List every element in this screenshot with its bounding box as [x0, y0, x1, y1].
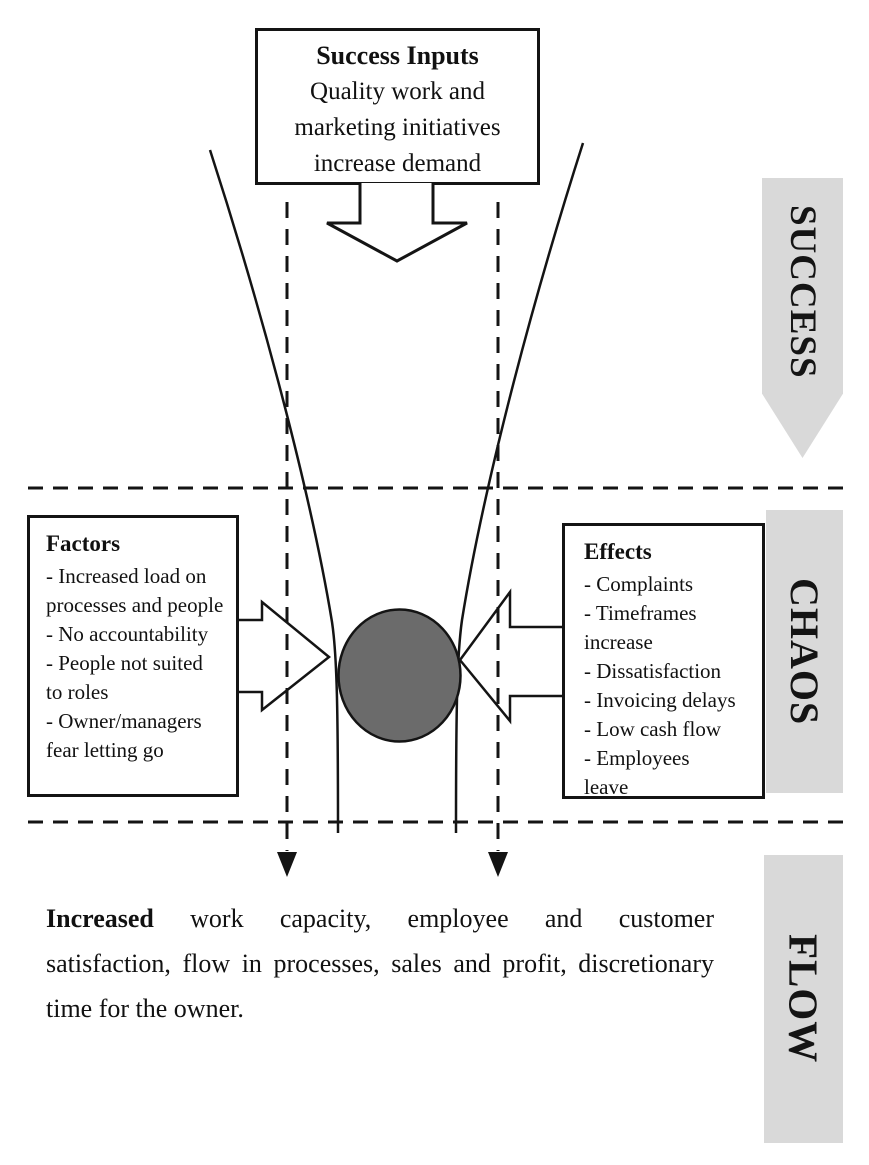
chaos-stage-banner: CHAOS — [766, 510, 843, 793]
factors-item: - Increased load on processes and people — [46, 564, 224, 617]
outcome-line-1-rest: work capacity, employee and customer — [190, 904, 715, 933]
factors-item: - Owner/managers fear letting go — [46, 709, 202, 762]
factors-title: Factors — [46, 531, 121, 556]
guide-arrowhead-left-icon — [277, 852, 297, 877]
effects-item: - Complaints — [584, 572, 694, 596]
factors-arrow — [237, 599, 331, 713]
funnel-curve-left — [208, 149, 340, 834]
effects-item: - Invoicing delays — [584, 688, 736, 712]
success-inputs-title: Success Inputs — [316, 41, 479, 70]
effects-item: - Employees leave — [584, 746, 690, 799]
success-stage-banner: SUCCESS — [762, 178, 843, 458]
factors-item: - No accountability — [46, 622, 209, 646]
factors-item: - People not suited to roles — [46, 651, 203, 704]
bottleneck-circle — [337, 608, 462, 743]
flow-stage-banner: FLOW — [764, 855, 843, 1143]
outcome-lead-bold: Increased — [46, 904, 154, 933]
outcome-paragraph: Increased work capacity, employee and cu… — [46, 896, 714, 1031]
funnel-curve-right — [454, 142, 585, 834]
effects-box: Effects - Complaints - Timeframes increa… — [562, 523, 765, 799]
effects-item: - Low cash flow — [584, 717, 722, 741]
success-stage-label: SUCCESS — [782, 205, 823, 379]
success-inputs-box: Success Inputs Quality work and marketin… — [255, 28, 540, 185]
chaos-stage-label: CHAOS — [782, 577, 827, 726]
factors-box: Factors - Increased load on processes an… — [27, 515, 239, 797]
success-inputs-body: Quality work and marketing initiatives i… — [294, 78, 501, 177]
flow-stage-label: FLOW — [780, 934, 827, 1064]
guide-arrowhead-right-icon — [488, 852, 508, 877]
outcome-line-3: time for the owner. — [46, 994, 244, 1023]
effects-title: Effects — [584, 539, 652, 564]
outcome-line-2: satisfaction, flow in processes, sales a… — [46, 949, 714, 978]
effects-item: - Timeframes increase — [584, 601, 697, 654]
outcome-line-1: Increased work capacity, employee and cu… — [46, 896, 714, 941]
demand-down-arrow-icon — [326, 183, 468, 263]
effects-item: - Dissatisfaction — [584, 659, 722, 683]
